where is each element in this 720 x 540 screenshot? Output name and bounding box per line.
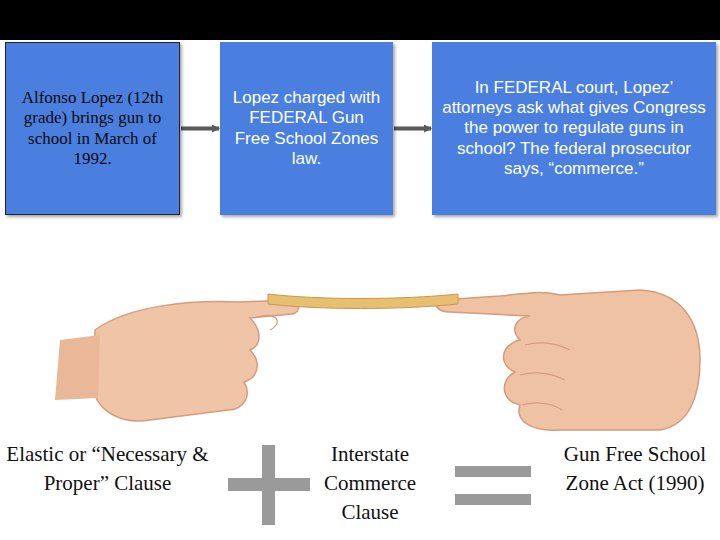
left-hand [55, 300, 299, 421]
process-box: Lopez charged with FEDERAL Gun Free Scho… [220, 42, 393, 215]
plus-sign [228, 478, 310, 491]
equals-sign [455, 494, 531, 505]
rubber-band [268, 294, 458, 309]
box-text: Alfonso Lopez (12th grade) brings gun to… [16, 88, 169, 168]
concept-label: Elastic or “Necessary & Proper” Clause [5, 440, 210, 498]
box-text: In FEDERAL court, Lopez’ attorneys ask w… [442, 78, 706, 178]
top-bar [0, 0, 720, 40]
right-hand [436, 290, 700, 430]
flow-arrow [394, 127, 431, 131]
box-text: Lopez charged with FEDERAL Gun Free Scho… [230, 88, 383, 168]
concept-label: Gun Free School Zone Act (1990) [555, 440, 715, 498]
process-box: In FEDERAL court, Lopez’ attorneys ask w… [432, 42, 716, 215]
equals-sign [455, 466, 531, 477]
process-box: Alfonso Lopez (12th grade) brings gun to… [5, 42, 180, 215]
concept-label: Interstate Commerce Clause [305, 440, 435, 527]
flow-arrow [181, 127, 219, 131]
